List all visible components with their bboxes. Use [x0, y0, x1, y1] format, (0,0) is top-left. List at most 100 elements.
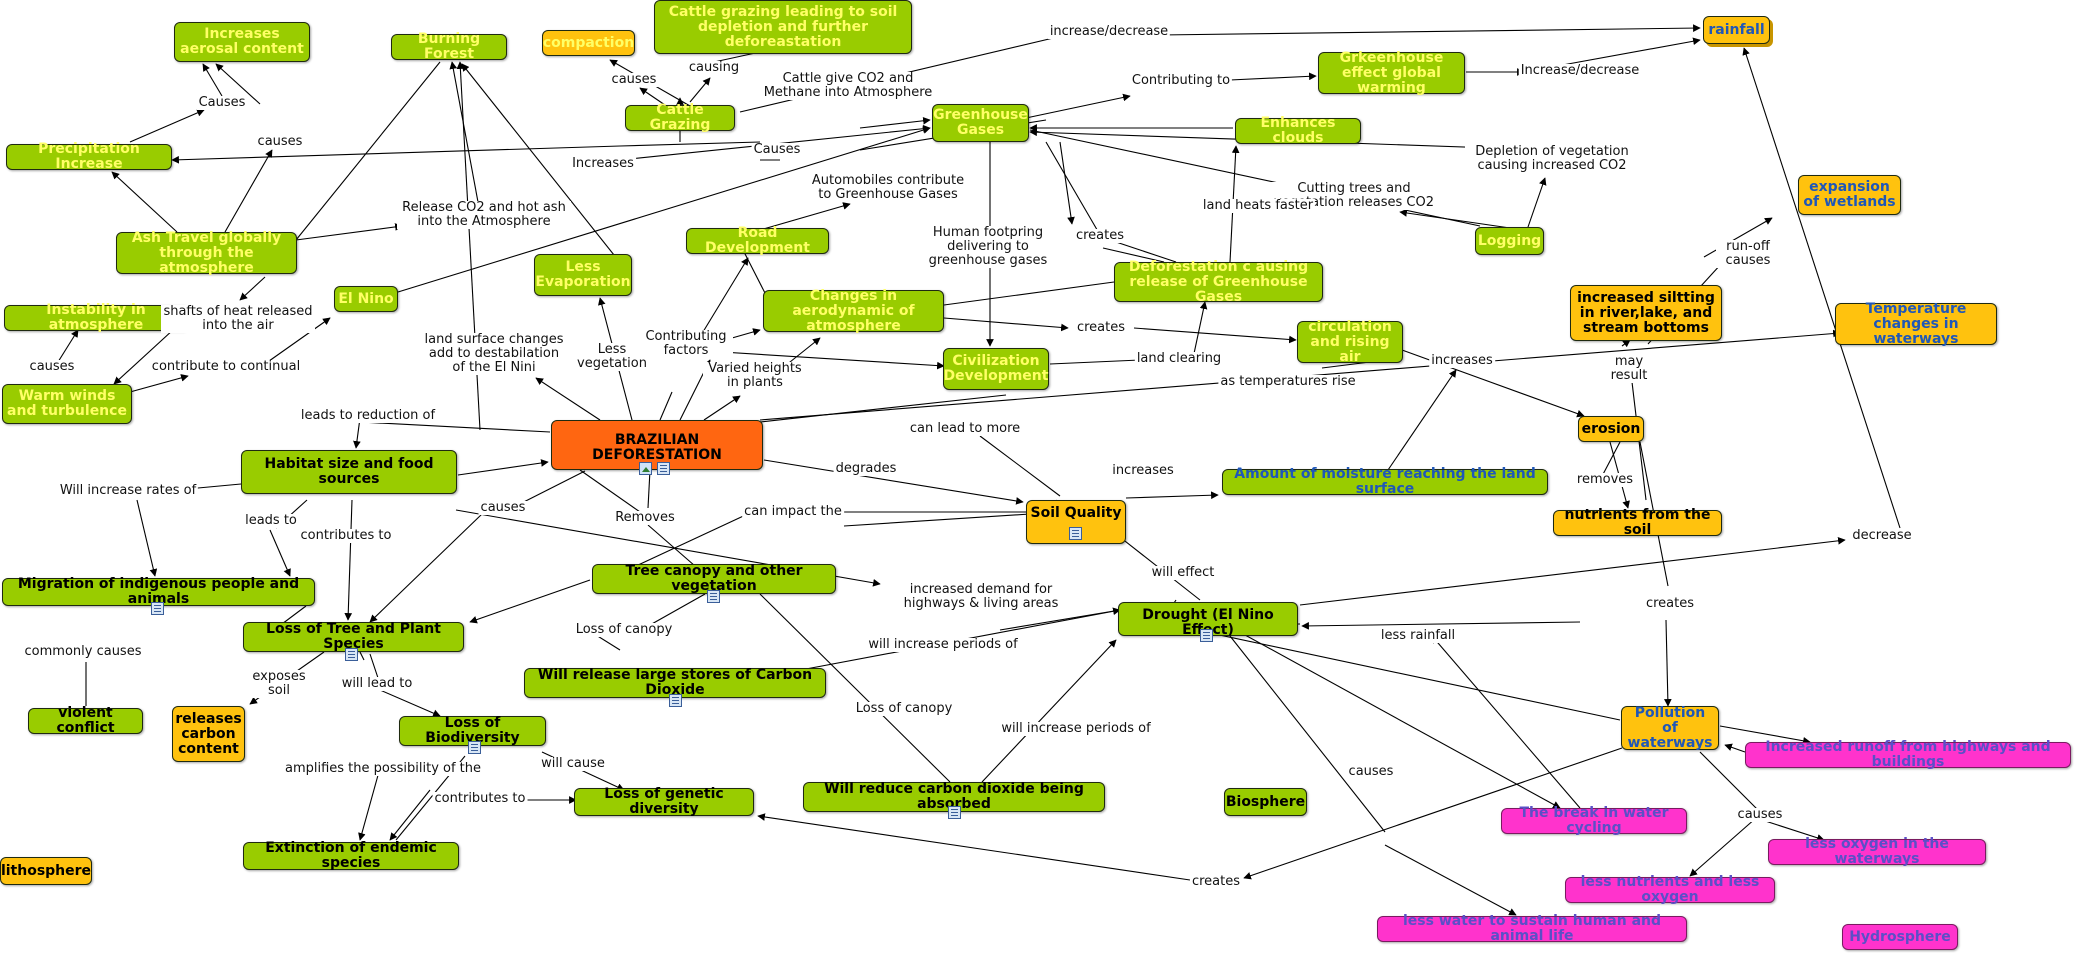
link-label: less rainfall — [1378, 628, 1458, 643]
connector-line — [1243, 747, 1623, 880]
node-enhances-clouds[interactable]: Enhances clouds — [1235, 116, 1361, 146]
connector-line — [359, 651, 365, 661]
node-habitat[interactable]: Habitat size and food sources — [241, 450, 457, 494]
connector-line — [647, 524, 696, 567]
node-rainfall[interactable]: rainfall — [1703, 16, 1770, 44]
link-label: causes — [1346, 764, 1396, 779]
document-attachment-icon[interactable] — [1069, 527, 1082, 540]
node-biosphere[interactable]: Biosphere — [1224, 788, 1307, 816]
node-releases-carbon-content[interactable]: releases carbon content — [172, 706, 245, 762]
connector-line — [111, 171, 178, 233]
connector-line — [859, 116, 931, 129]
connector-line — [639, 87, 666, 106]
node-break-water-cycling[interactable]: The break in water cycling — [1501, 806, 1687, 836]
document-attachment-icon[interactable] — [345, 648, 358, 661]
connector-line — [763, 459, 1024, 505]
connector-line — [449, 61, 479, 203]
link-label: Automobiles contribute to Greenhouse Gas… — [806, 174, 970, 202]
node-burning-forest[interactable]: Burning Forest — [391, 32, 507, 62]
link-label: Increases — [570, 156, 636, 171]
node-brazilian-deforestation[interactable]: BRAZILIAN DEFORESTATION — [551, 420, 763, 470]
node-less-oxygen[interactable]: less oxygen in the waterways — [1768, 837, 1986, 867]
link-label: Increase/decrease — [1518, 63, 1642, 78]
document-attachment-icon[interactable] — [151, 602, 164, 615]
connector-line — [1025, 93, 1131, 119]
node-loss-tree[interactable]: Loss of Tree and Plant Species — [243, 622, 464, 652]
link-label: causes — [1735, 807, 1785, 822]
node-temperature-changes[interactable]: Temperature changes in waterways — [1835, 301, 1997, 346]
connector-line — [1229, 72, 1317, 81]
node-increased-silting[interactable]: increased siltting in river,lake, and st… — [1570, 285, 1722, 341]
link-label: increases — [1429, 353, 1495, 368]
document-attachment-icon[interactable] — [707, 590, 720, 603]
node-loss-genetic[interactable]: Loss of genetic diversity — [574, 787, 754, 817]
connector-line — [239, 276, 266, 301]
node-less-evaporation[interactable]: Less Evaporation — [534, 254, 632, 296]
connector-line — [759, 202, 851, 231]
node-violent-conflict[interactable]: violent conflict — [28, 706, 143, 736]
document-attachment-icon[interactable] — [468, 741, 481, 754]
connector-line — [1059, 141, 1075, 225]
node-warm-winds[interactable]: Warm winds and turbulence — [2, 384, 132, 424]
image-attachment-icon[interactable] — [639, 462, 652, 475]
link-label: may result — [1597, 355, 1661, 383]
document-attachment-icon[interactable] — [948, 806, 961, 819]
node-nutrients[interactable]: nutrients from the soil — [1553, 508, 1722, 538]
node-lithosphere[interactable]: lithosphere — [0, 857, 92, 885]
link-label: Causes — [196, 95, 248, 110]
connector-line — [943, 281, 1115, 306]
node-instability[interactable]: Instability in atmosphere — [4, 303, 188, 333]
connector-line — [1699, 751, 1761, 813]
connector-line — [1049, 359, 1141, 365]
node-cattle-grazing-big[interactable]: Cattle grazing leading to soil depletion… — [654, 0, 912, 54]
connector-line — [649, 593, 706, 626]
node-changes-aerodynamic[interactable]: Changes in aerodynamic of atmosphere — [763, 288, 944, 333]
node-circulation[interactable]: circulation and rising air — [1297, 319, 1403, 364]
node-greenhouse-gases[interactable]: Greenhouse Gases — [932, 104, 1029, 142]
node-logging[interactable]: Logging — [1475, 227, 1544, 255]
link-label: causes — [27, 359, 77, 374]
connector-line — [224, 149, 273, 233]
node-expansion-wetlands[interactable]: expansion of wetlands — [1798, 175, 1901, 215]
connector-line — [981, 639, 1117, 783]
link-label: contribute to continual — [149, 359, 303, 374]
node-amount-moisture[interactable]: Amount of moisture reaching the land sur… — [1222, 467, 1548, 497]
node-tree-canopy[interactable]: Tree canopy and other vegetation — [592, 564, 836, 594]
connector-line — [136, 499, 158, 577]
node-road-development[interactable]: Road Development — [686, 226, 829, 256]
connector-line — [635, 511, 753, 567]
connector-line — [358, 767, 381, 841]
node-greenhouse-effect[interactable]: Grkeenhouse effect global warming — [1318, 50, 1465, 95]
node-less-nutrients[interactable]: less nutrients and less oxygen — [1565, 875, 1775, 905]
node-pollution[interactable]: Pollution of waterways — [1621, 705, 1719, 750]
node-release-carbon[interactable]: Will release large stores of Carbon Diox… — [524, 668, 826, 698]
node-cattle-grazing[interactable]: Cattle Grazing — [625, 103, 735, 133]
node-less-water[interactable]: less water to sustain human and animal l… — [1377, 914, 1687, 944]
node-civilization[interactable]: Civilization Development — [943, 348, 1049, 390]
node-extinction[interactable]: Extinction of endemic species — [243, 841, 459, 871]
connector-line — [353, 417, 361, 449]
link-label: removes — [1574, 472, 1636, 487]
node-precipitation-increase[interactable]: Precipitation Increase — [6, 142, 172, 172]
link-label: land heats faster — [1200, 198, 1316, 213]
document-attachment-icon[interactable] — [669, 694, 682, 707]
document-attachment-icon[interactable] — [1200, 629, 1213, 642]
node-deforestation-causing[interactable]: Deforestation c ausing release of Greenh… — [1114, 259, 1323, 304]
link-label: causes — [478, 500, 528, 515]
node-el-nino[interactable]: El Nino — [334, 286, 398, 312]
node-increased-runoff[interactable]: Increased runoff from highways and build… — [1745, 740, 2071, 770]
document-attachment-icon[interactable] — [657, 462, 670, 475]
connector-line — [843, 513, 1031, 527]
node-erosion[interactable]: erosion — [1578, 416, 1644, 442]
connector-line — [469, 579, 591, 624]
connector-line — [1301, 621, 1581, 630]
node-compaction[interactable]: compaction — [542, 30, 635, 56]
link-label: shafts of heat released into the air — [161, 305, 315, 333]
connector-line — [741, 247, 767, 296]
node-ash-travel[interactable]: Ash Travel globally through the atmosphe… — [116, 230, 297, 275]
connector-line — [689, 77, 711, 103]
node-hydrosphere[interactable]: Hydrosphere — [1842, 924, 1958, 950]
node-increases-aerosal[interactable]: Increases aerosal content — [174, 22, 310, 62]
connector-line — [703, 395, 741, 421]
link-label: Cattle give CO2 and Methane into Atmosph… — [751, 72, 945, 100]
